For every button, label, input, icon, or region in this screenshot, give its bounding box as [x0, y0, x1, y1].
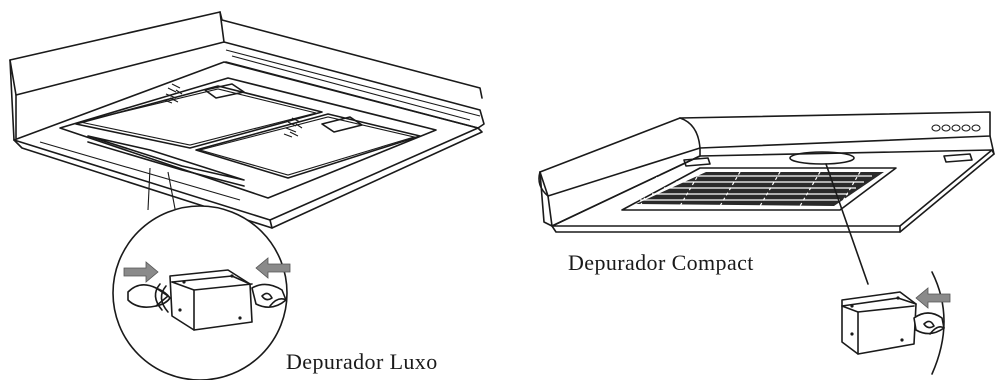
compact-bulb-icon	[913, 312, 945, 335]
lamp-housing-box	[169, 269, 253, 331]
luxo-back-plate	[9, 11, 225, 96]
arrow-right-icon	[123, 261, 159, 283]
compact-arrow-left-icon	[915, 287, 951, 309]
label-depurador-luxo: Depurador Luxo	[286, 349, 438, 374]
label-depurador-compact: Depurador Compact	[568, 250, 754, 275]
luxo-filter-right	[195, 113, 421, 179]
filter-texture-1	[163, 83, 183, 104]
compact-control-buttons	[931, 124, 981, 132]
range-hood-compact	[538, 111, 995, 285]
filter-texture-2	[283, 117, 303, 138]
compact-grille	[621, 167, 897, 211]
luxo-lamp-cover	[87, 135, 245, 181]
compact-leader-line	[825, 163, 869, 285]
compact-lamp-detail	[841, 271, 951, 375]
luxo-lamp-detail	[112, 205, 291, 381]
bulb-left-icon	[127, 283, 171, 313]
luxo-filter-left	[75, 85, 323, 149]
range-hood-luxo	[9, 11, 485, 229]
arrow-left-icon	[255, 257, 291, 279]
luxo-top-rim	[219, 11, 483, 99]
bulb-right-icon	[251, 283, 287, 308]
compact-duct-ring	[789, 151, 855, 165]
